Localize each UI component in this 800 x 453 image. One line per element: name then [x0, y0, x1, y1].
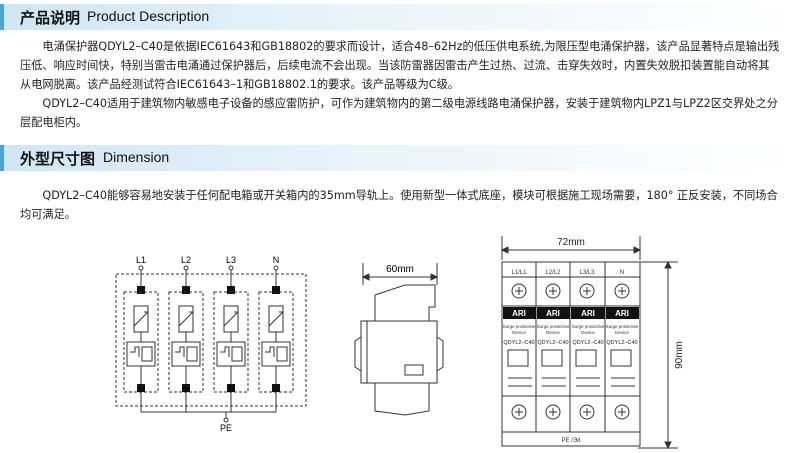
module-model: QDYL2–C40: [537, 340, 568, 346]
product-description-paragraph-2: QDYL2–C40适用于建筑物内敏感电子设备的感应雷防护，可作为建筑物内的第二级…: [20, 97, 778, 129]
section-title-cn: 产品说明: [20, 9, 81, 27]
terminal-label: L1/L1: [511, 270, 527, 276]
ground-label: PE: [220, 423, 232, 432]
section-title-en: Dimension: [103, 149, 170, 165]
brand-logo: ARI: [546, 309, 560, 318]
phase-column-l2: L2: [168, 255, 204, 412]
module-text: Surge protective: [503, 324, 536, 329]
phase-column-l1: L1: [123, 255, 159, 412]
module-text: Device: [615, 330, 629, 335]
terminal-label: L3/L3: [579, 270, 595, 276]
dimension-paragraph: QDYL2–C40能够容易地安装于任何配电箱或开关箱内的35mm导轨上。使用新型…: [20, 189, 778, 221]
section-header-dimension: 外型尺寸图 Dimension: [0, 145, 800, 171]
terminal-label: L2/L2: [545, 270, 561, 276]
module-text: Surge protective: [537, 324, 570, 329]
module-text: Device: [581, 330, 595, 335]
phase-column-n: N: [258, 255, 294, 412]
phase-label: L2: [181, 255, 191, 265]
section-header-product-description: 产品说明 Product Description: [0, 4, 800, 30]
enclosure-outline: [115, 273, 307, 407]
module-text: Surge protective: [572, 324, 605, 329]
height-dimension-label: 90mm: [674, 341, 685, 369]
front-view-drawing: L1/L1 L2/L2 L3/L3 N ARI ARI ARI ARI Surg…: [500, 236, 685, 450]
module-text: Device: [512, 330, 526, 335]
header-accent-bar: [0, 4, 4, 30]
brand-logo: ARI: [512, 309, 526, 318]
brand-logo: ARI: [581, 309, 595, 318]
module-model: QDYL2–C40: [606, 340, 637, 346]
section-title-cn: 外型尺寸图: [20, 150, 96, 168]
header-accent-bar: [0, 145, 4, 171]
wiring-schematic: L1 L2 L3: [115, 255, 307, 432]
terminal-label: N: [620, 270, 624, 276]
phase-label: L1: [136, 255, 146, 265]
module-model: QDYL2–C40: [572, 340, 603, 346]
module-model: QDYL2–C40: [503, 340, 534, 346]
side-view-drawing: 60mm: [354, 263, 444, 416]
product-description-paragraph-1: 电涌保护器QDYL2–C40是依据IEC61643和GB18802的要求而设计，…: [20, 40, 780, 91]
module-text: Surge protective: [606, 324, 639, 329]
bottom-terminal-label: PE /Эd: [562, 438, 581, 444]
phase-label: L3: [226, 255, 236, 265]
brand-logo: ARI: [615, 309, 629, 318]
module-text: Device: [546, 330, 560, 335]
width-dimension-label: 72mm: [557, 237, 585, 248]
section-title-en: Product Description: [87, 8, 210, 24]
phase-label: N: [273, 255, 280, 265]
phase-column-l3: L3: [213, 255, 249, 412]
width-dimension-label: 60mm: [386, 264, 414, 275]
